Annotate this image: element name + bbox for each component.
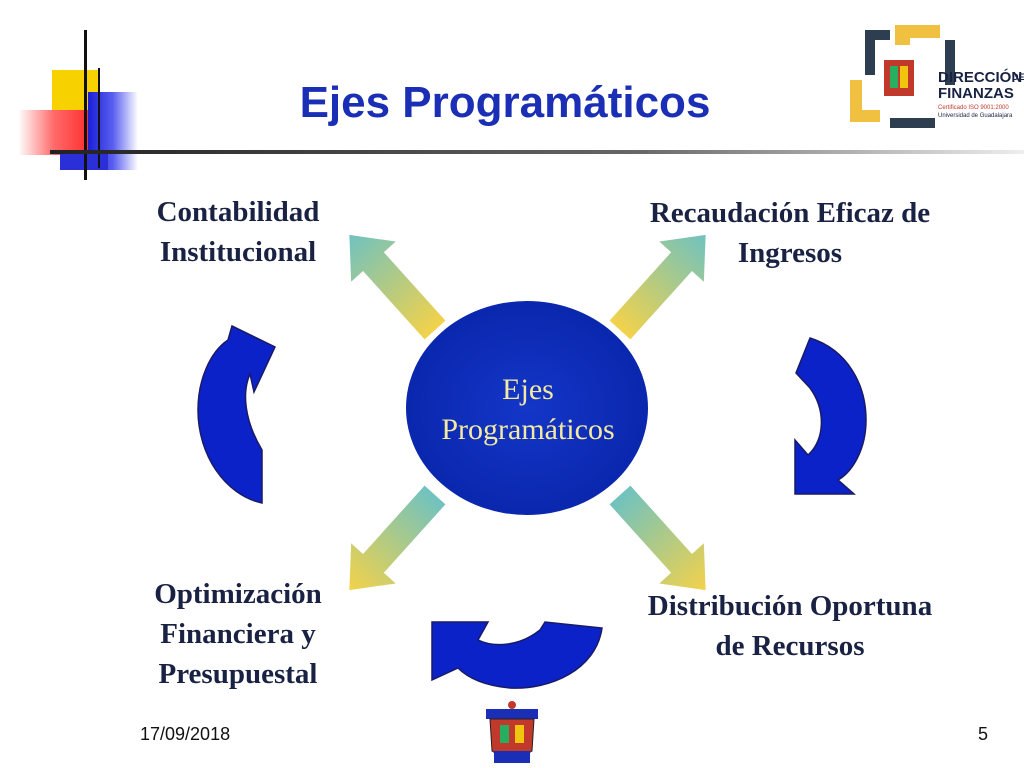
arrow-to-bottom-right xyxy=(609,485,706,591)
node-bottom-left-line-3: Presupuestal xyxy=(158,658,318,690)
node-top-left-line-1: Contabilidad xyxy=(156,196,320,228)
node-bottom-left-line-1: Optimización xyxy=(154,578,322,610)
logo-text-de: DE xyxy=(1012,72,1024,82)
node-bottom-right-line-1: Distribución Oportuna xyxy=(647,590,933,622)
arrow-to-top-right xyxy=(609,234,706,340)
logo-text-direccion: DIRECCIÓN xyxy=(938,68,1022,86)
cycle-arrow-right xyxy=(794,337,867,495)
arrow-to-bottom-left xyxy=(349,485,446,591)
center-label-line-1: Ejes xyxy=(502,373,554,406)
footer-date: 17/09/2018 xyxy=(140,724,231,744)
node-top-right-line-1: Recaudación Eficaz de xyxy=(649,197,931,229)
logo-text-universidad: Universidad de Guadalajara xyxy=(938,113,1013,119)
node-contabilidad-institucional: Contabilidad Institucional xyxy=(118,192,358,272)
center-ellipse xyxy=(406,301,648,515)
finance-logo-icon xyxy=(850,25,955,128)
arrow-to-top-left xyxy=(349,234,446,340)
decor-vertical-rule-2 xyxy=(98,68,100,168)
logo-text-certificado: Certificado ISO 9001:2000 xyxy=(938,105,1009,111)
center-label-line-2: Programáticos xyxy=(441,413,615,446)
cycle-arrow-bottom xyxy=(431,621,603,689)
page-number: 5 xyxy=(978,724,989,744)
title-underline xyxy=(50,150,1024,154)
node-recaudacion-eficaz: Recaudación Eficaz de Ingresos xyxy=(610,193,970,273)
node-distribucion-oportuna: Distribución Oportuna de Recursos xyxy=(610,586,970,666)
node-bottom-right-line-2: de Recursos xyxy=(715,630,865,662)
node-top-left-line-2: Institucional xyxy=(159,236,317,268)
cycle-arrow-left xyxy=(197,324,276,504)
university-seal-icon xyxy=(486,701,538,763)
node-bottom-left-line-2: Financiera y xyxy=(160,618,316,650)
slide-title: Ejes Programáticos xyxy=(299,78,711,127)
logo-text-finanzas: FINANZAS xyxy=(938,85,1014,102)
center-label: Ejes Programáticos xyxy=(408,370,648,450)
decor-vertical-rule xyxy=(84,30,87,180)
node-optimizacion-financiera: Optimización Financiera y Presupuestal xyxy=(118,574,358,694)
node-top-right-line-2: Ingresos xyxy=(737,237,843,269)
